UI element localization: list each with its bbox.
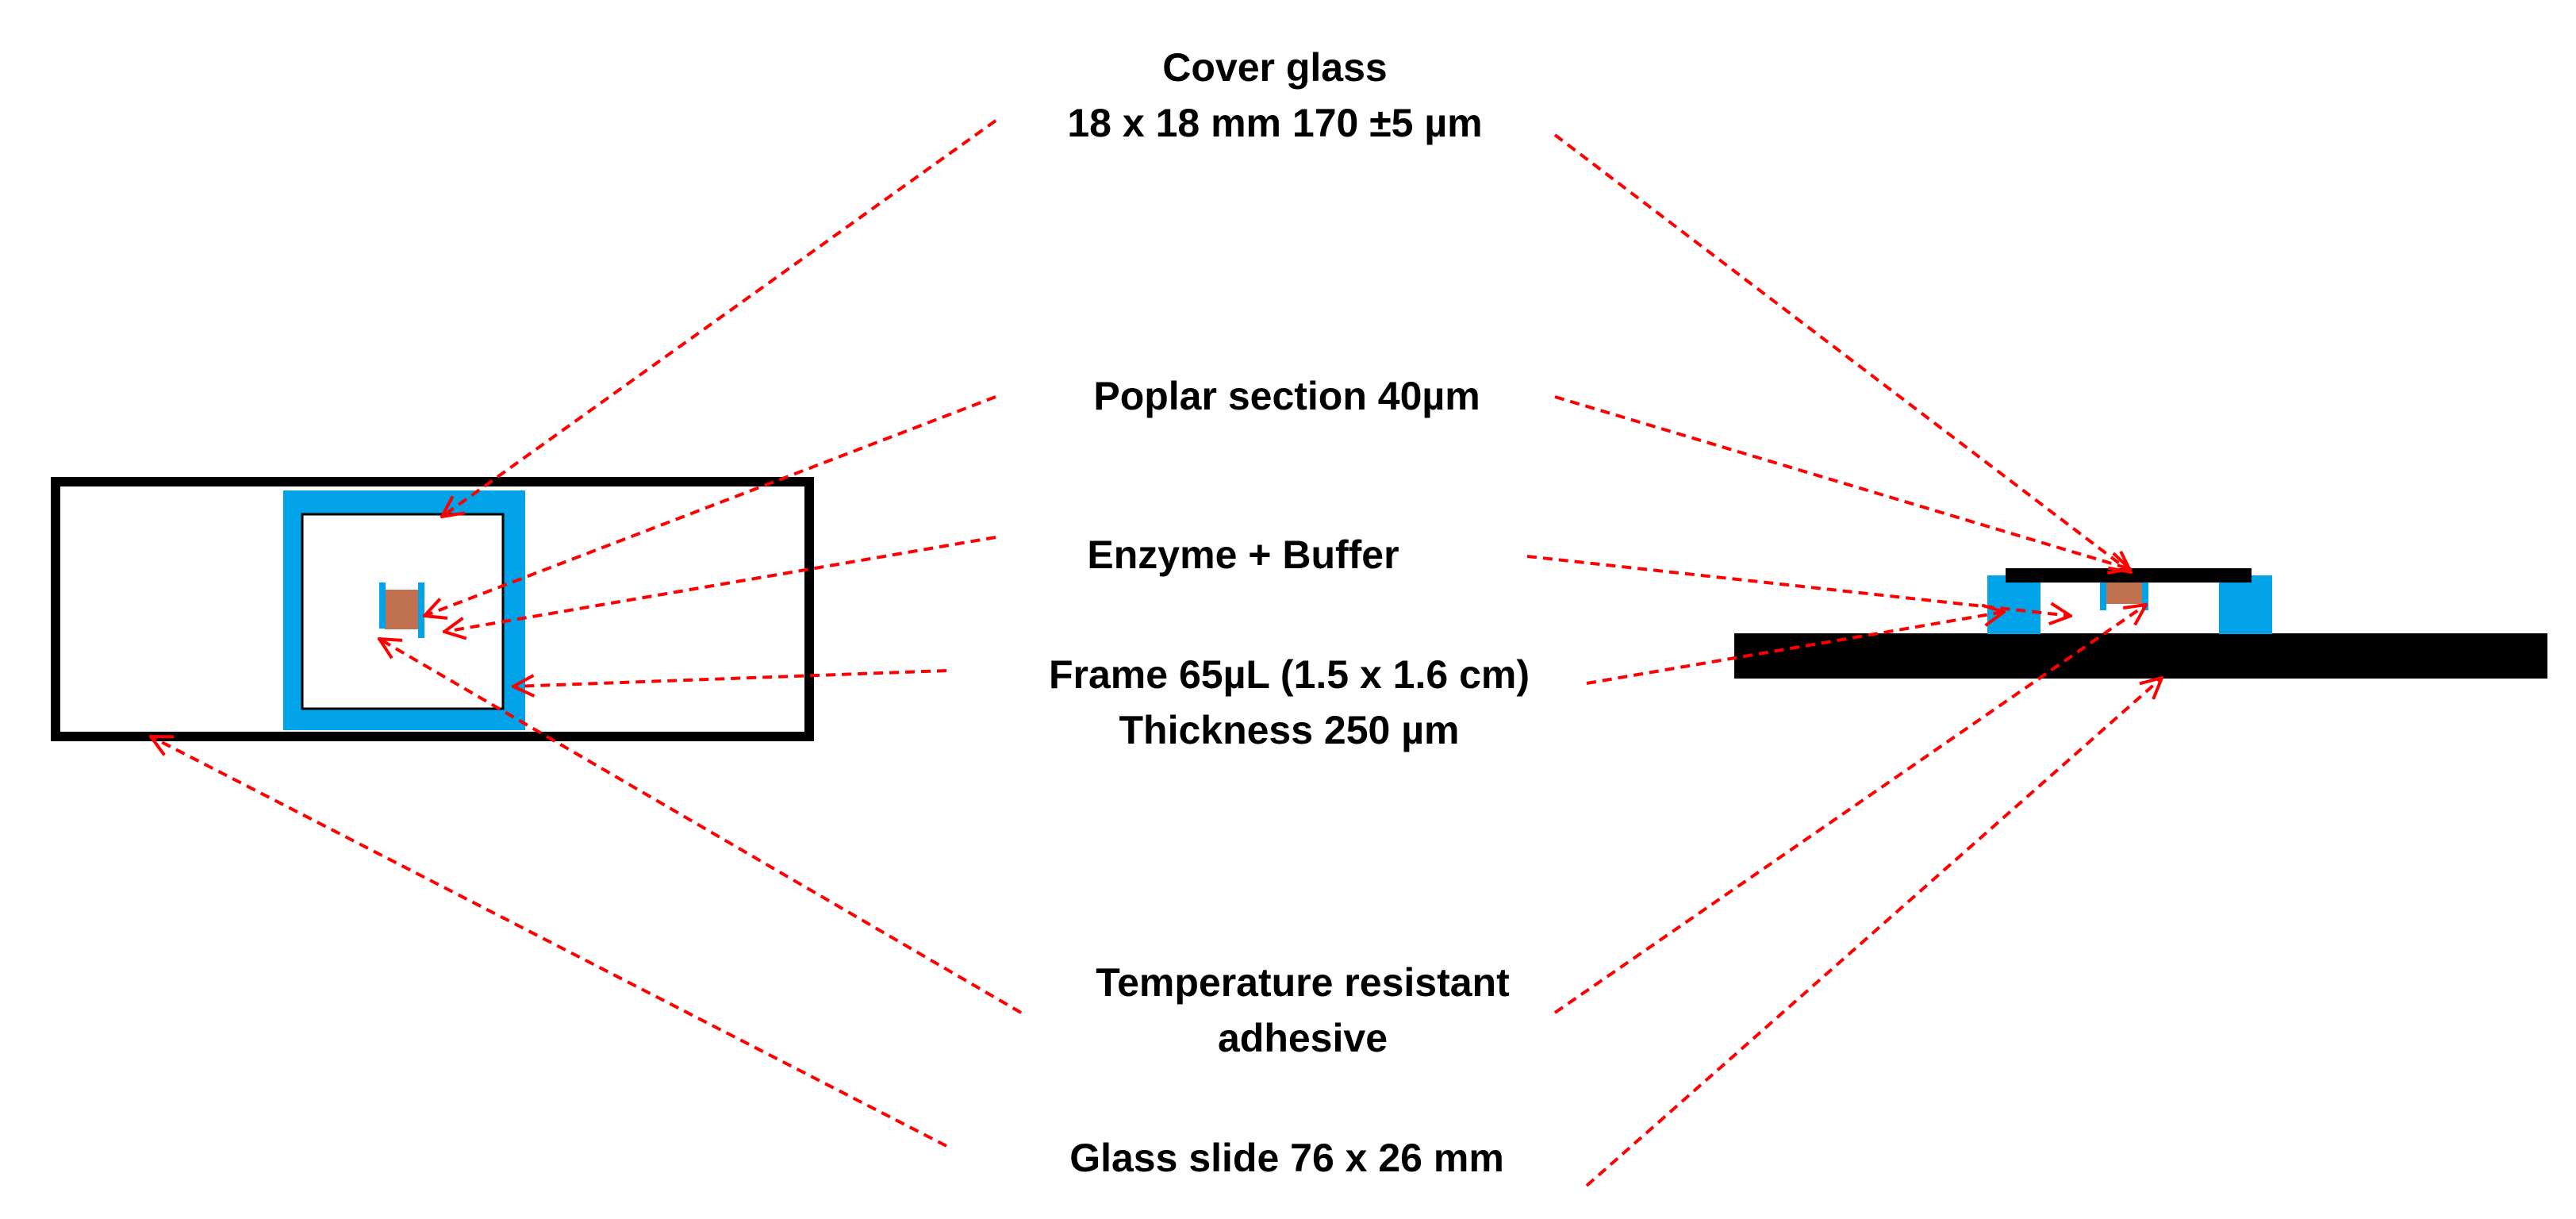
arrow-cover-glass-side-view bbox=[1553, 133, 2131, 572]
arrow-cover-glass-top-view bbox=[442, 119, 997, 517]
side-view-glass-slide bbox=[1734, 633, 2547, 679]
arrow-adhesive-top-view bbox=[379, 639, 1023, 1014]
label-enzyme-buffer-line1: Enzyme + Buffer bbox=[1087, 533, 1399, 577]
label-glass-slide: Glass slide 76 x 26 mm bbox=[981, 1130, 1592, 1186]
top-view-poplar-section bbox=[385, 590, 418, 629]
label-poplar-section: Poplar section 40µm bbox=[981, 368, 1592, 424]
label-cover-glass-line2: 18 x 18 mm 170 ±5 µm bbox=[1067, 101, 1483, 145]
leader-arrows bbox=[151, 119, 2162, 1187]
arrow-frame-top-view bbox=[513, 669, 947, 686]
arrow-enzyme-buffer-top-view bbox=[444, 536, 996, 632]
side-view-adhesive-left bbox=[2100, 575, 2106, 610]
label-frame-line2: Thickness 250 µm bbox=[1119, 708, 1460, 752]
arrow-glass-slide-side-view bbox=[1585, 678, 2162, 1187]
arrow-adhesive-side-view bbox=[1553, 605, 2146, 1014]
label-enzyme-buffer: Enzyme + Buffer bbox=[981, 527, 1505, 583]
top-view-adhesive-left bbox=[379, 583, 386, 629]
arrow-poplar-section-top-view bbox=[424, 395, 996, 616]
side-view bbox=[1734, 568, 2547, 679]
arrow-enzyme-buffer-side-view bbox=[1526, 555, 2071, 616]
label-glass-slide-line1: Glass slide 76 x 26 mm bbox=[1069, 1136, 1504, 1180]
label-adhesive: Temperature resistant adhesive bbox=[997, 955, 1608, 1066]
arrow-poplar-section-side-view bbox=[1554, 395, 2130, 569]
side-view-cover-glass bbox=[2006, 568, 2252, 583]
label-adhesive-line1: Temperature resistant bbox=[1096, 960, 1510, 1005]
label-cover-glass-line1: Cover glass bbox=[1162, 45, 1388, 90]
label-poplar-section-line1: Poplar section 40µm bbox=[1093, 374, 1480, 418]
side-view-frame-left bbox=[1987, 575, 2040, 634]
label-cover-glass: Cover glass 18 x 18 mm 170 ±5 µm bbox=[981, 40, 1568, 151]
label-frame: Frame 65µL (1.5 x 1.6 cm) Thickness 250 … bbox=[984, 647, 1595, 758]
side-view-frame-right bbox=[2219, 575, 2272, 634]
label-frame-line1: Frame 65µL (1.5 x 1.6 cm) bbox=[1049, 652, 1530, 697]
side-view-adhesive-right bbox=[2142, 575, 2148, 610]
top-view bbox=[51, 477, 814, 741]
arrow-glass-slide-top-view bbox=[151, 736, 947, 1148]
top-view-adhesive-right bbox=[418, 583, 424, 638]
arrow-frame-side-view bbox=[1586, 612, 2004, 685]
label-adhesive-line2: adhesive bbox=[1217, 1016, 1388, 1060]
